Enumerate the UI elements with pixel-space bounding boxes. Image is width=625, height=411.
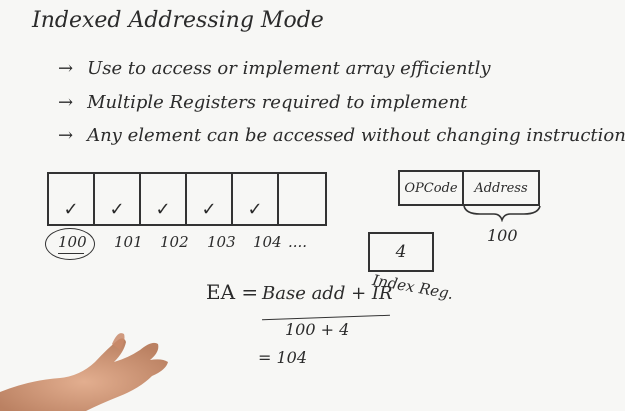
bullet-2: → Multiple Registers required to implemen… xyxy=(58,92,467,113)
formula-rhs: Base add + IR xyxy=(262,283,393,304)
address-field: Address xyxy=(474,180,528,196)
arrow-icon: → xyxy=(58,92,74,113)
array-address: 100 xyxy=(58,233,87,251)
page-title: Indexed Addressing Mode xyxy=(32,8,324,33)
array-cell: ✓ xyxy=(141,174,187,224)
arrow-icon: → xyxy=(58,58,74,79)
bullet-text: Use to access or implement array efficie… xyxy=(87,58,491,79)
bullet-text: Any element can be accessed without chan… xyxy=(87,125,625,146)
array-address: 104 xyxy=(253,233,282,251)
array-address: 102 xyxy=(160,233,189,251)
array-cell: ✓ xyxy=(187,174,233,224)
arrow-icon: → xyxy=(58,125,74,146)
bullet-1: → Use to access or implement array effici… xyxy=(58,58,491,79)
array-address: 101 xyxy=(114,233,143,251)
bullet-text: Multiple Registers required to implement xyxy=(87,92,468,113)
opcode-field: OPCode xyxy=(400,172,464,204)
array-cells: ✓ ✓ ✓ ✓ ✓ xyxy=(47,172,327,226)
address-highlight-circle xyxy=(45,228,95,260)
index-register-box: 4 xyxy=(368,232,434,272)
instructor-hand xyxy=(0,333,168,411)
address-value: 100 xyxy=(487,226,518,245)
array-cell: ✓ xyxy=(95,174,141,224)
array-address: 103 xyxy=(207,233,236,251)
brace-icon xyxy=(463,205,541,222)
ea-label: EA = xyxy=(206,280,259,304)
array-address: .... xyxy=(288,233,308,251)
bullet-3: → Any element can be accessed without cha… xyxy=(58,125,625,146)
array-cell: ✓ xyxy=(233,174,279,224)
array-cell: ✓ xyxy=(49,174,95,224)
formula-result: = 104 xyxy=(258,348,308,367)
formula-step: 100 + 4 xyxy=(285,320,350,339)
array-cell xyxy=(279,174,325,224)
instruction-format: OPCode Address xyxy=(398,170,540,206)
address-underline xyxy=(58,253,84,254)
